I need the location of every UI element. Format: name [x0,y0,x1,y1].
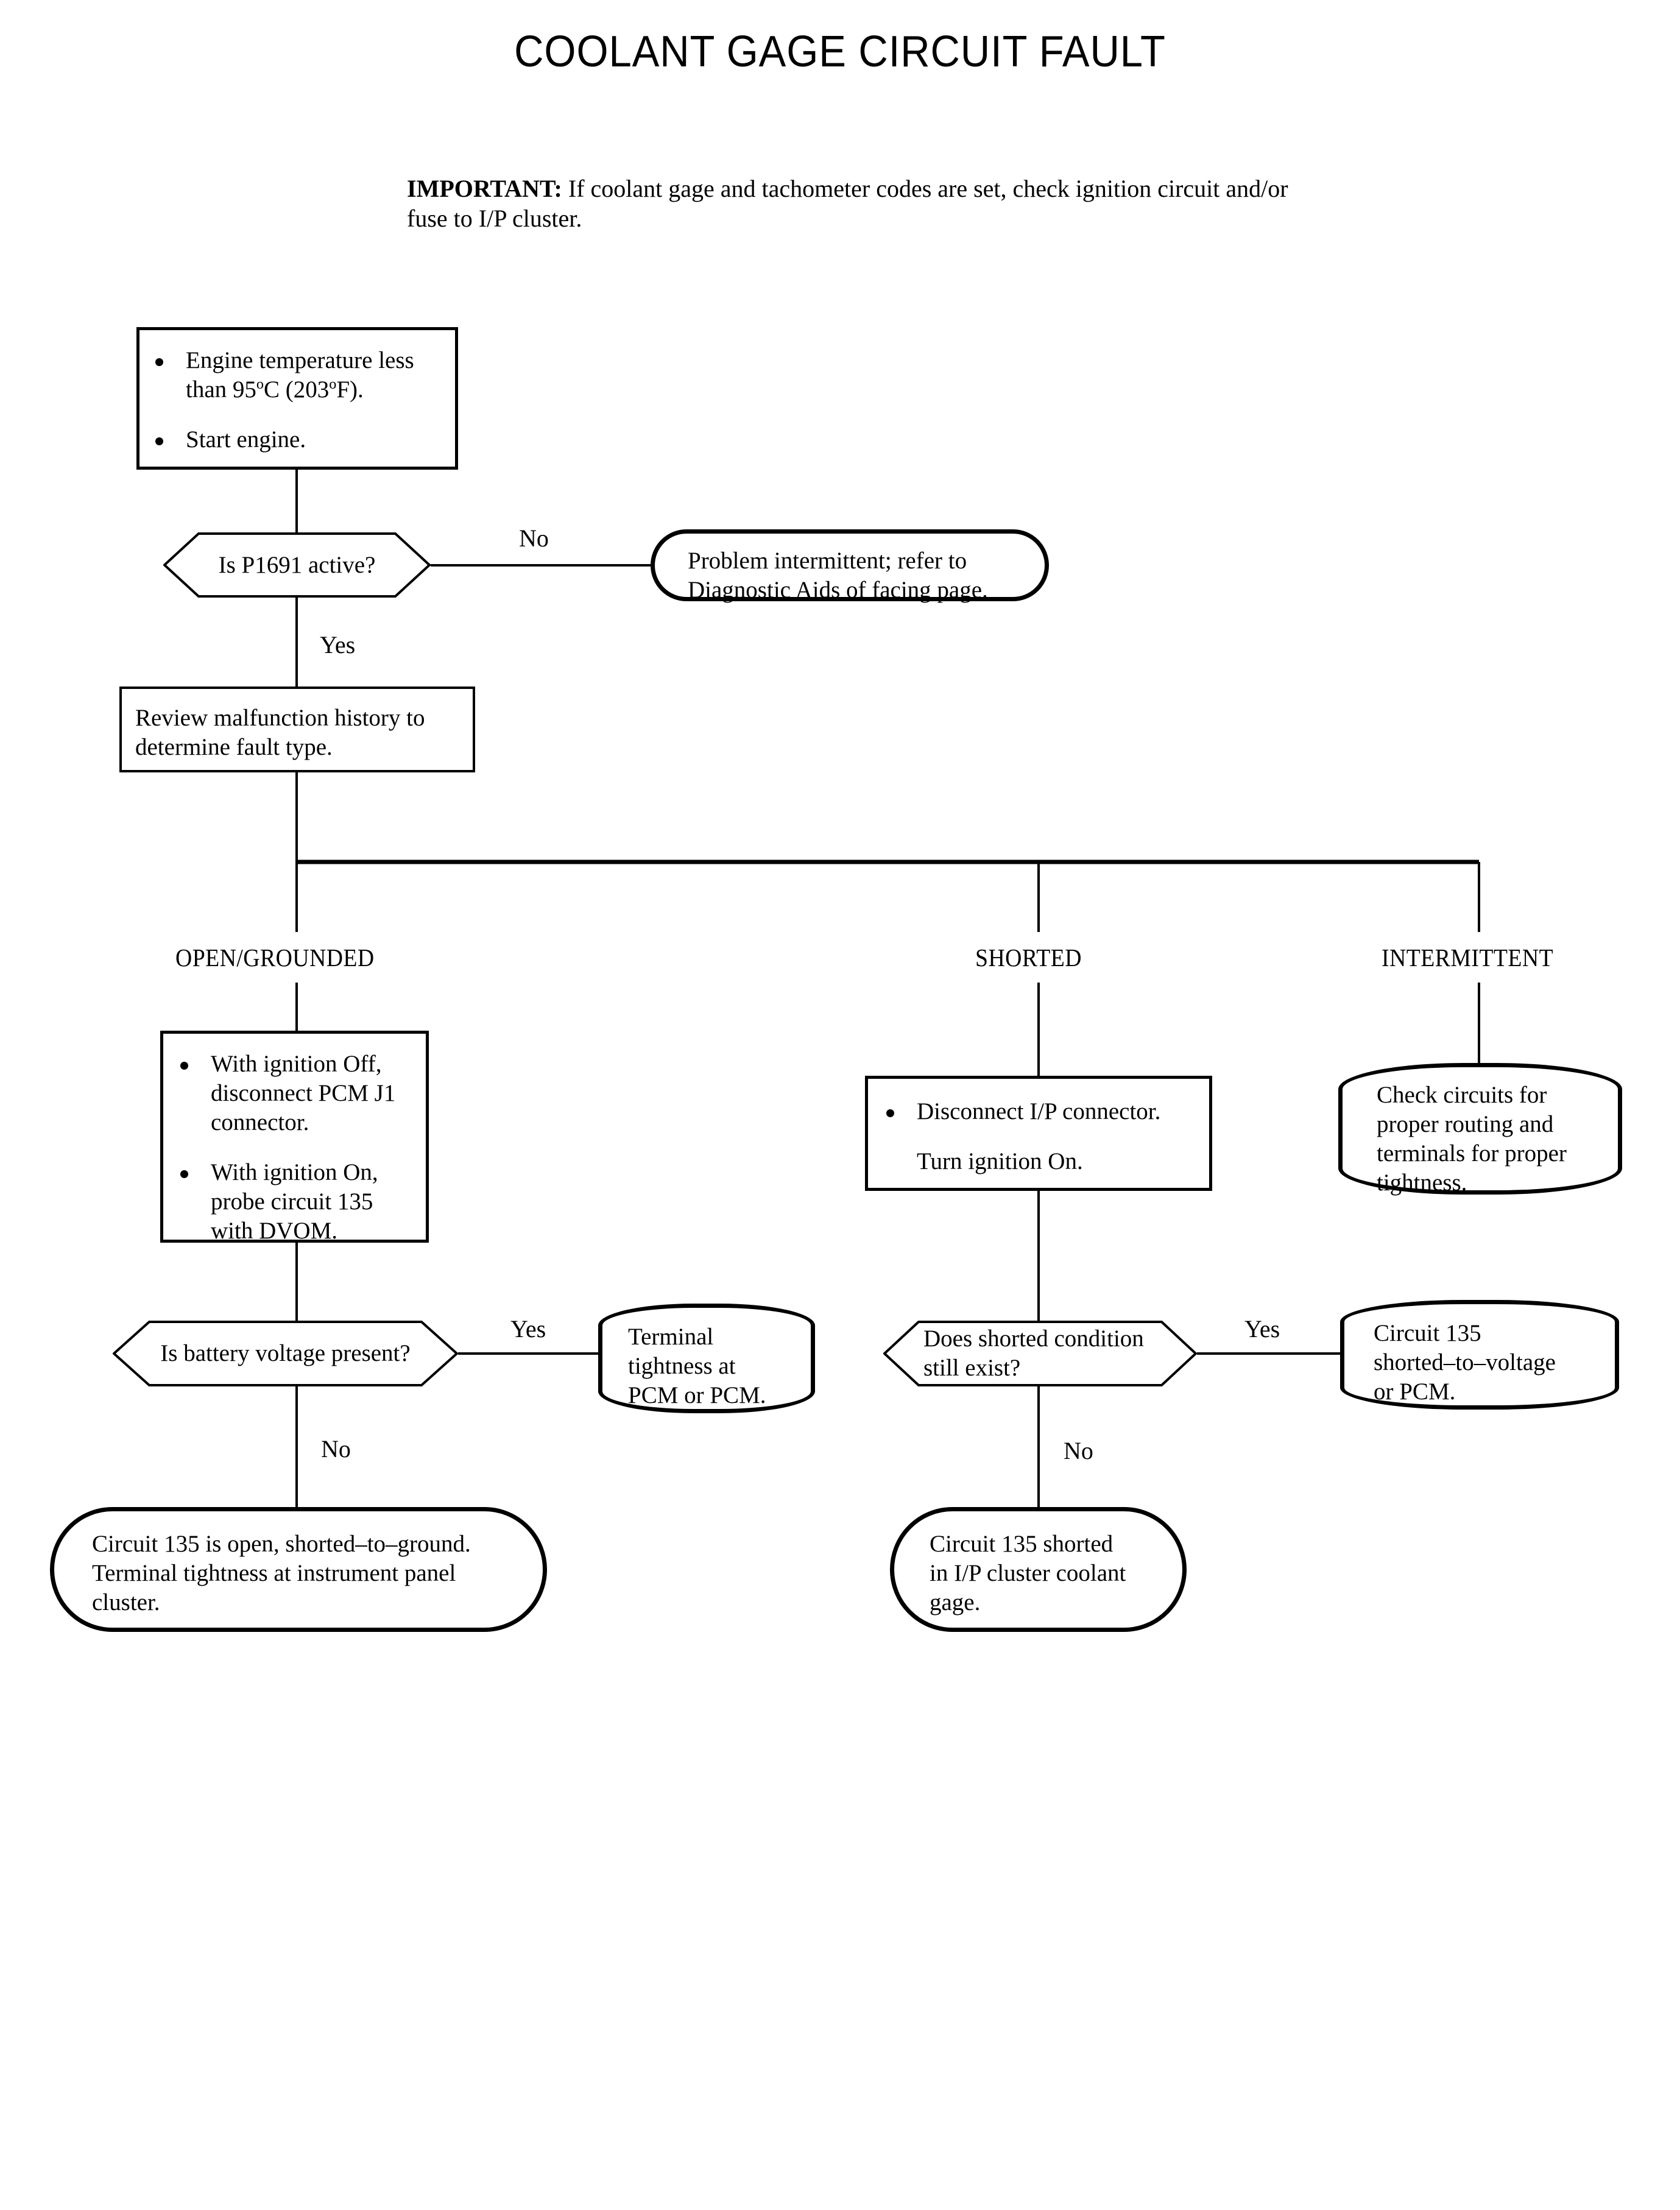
hexagon-shape [883,1321,1197,1386]
branch-label-open-grounded: OPEN/GROUNDED [175,944,375,972]
edge-label-shorted-no: No [1064,1437,1093,1464]
node-terminal-tightness-pcm: Terminal tightness at PCM or PCM. [598,1304,815,1413]
decision-shorted-line-2: still exist? [923,1355,1021,1381]
node-shorted-actions: Disconnect I/P connector. Turn ignition … [865,1076,1212,1191]
degree-icon-c: o [256,375,264,392]
shorted-item-2: Turn ignition On. [883,1147,1202,1176]
node-intermittent-check: Check circuits for proper routing and te… [1338,1063,1622,1196]
shorted-item-1: Disconnect I/P connector. [883,1097,1202,1126]
edge-label-battery-yes: Yes [510,1315,546,1343]
degree-icon-f: o [329,375,337,392]
page-title: COOLANT GAGE CIRCUIT FAULT [514,27,1166,76]
start-condition-line-2c: F). [336,376,364,403]
node-problem-intermittent: Problem intermittent; refer to Diagnosti… [651,529,1049,603]
start-condition-line-2a: than 95 [186,376,256,403]
circuit135-cluster-line-2: in I/P cluster coolant [930,1559,1126,1586]
decision-shorted-exists-text: Does shorted condition still exist? [883,1321,1197,1386]
open-grounded-item-2-line-1: With ignition On, [211,1159,378,1185]
node-open-grounded-actions: With ignition Off, disconnect PCM J1 con… [160,1031,429,1246]
start-condition-line-2b: C (203 [264,376,330,403]
edge-label-battery-no: No [321,1435,351,1463]
edge-label-shorted-yes: Yes [1244,1315,1280,1343]
bullet-icon [155,358,163,367]
important-note: IMPORTANT: If coolant gage and tachomete… [407,174,1333,234]
open-grounded-item-2-line-3: with DVOM. [211,1217,338,1244]
branch-label-shorted: SHORTED [975,944,1082,972]
bullet-icon [886,1109,894,1118]
open-grounded-item-1-line-1: With ignition Off, [211,1051,382,1077]
open-grounded-item-1-line-3: connector. [211,1109,309,1135]
bullet-icon [180,1062,188,1070]
review-history-line-2: determine fault type. [135,733,333,760]
open-grounded-item-2: With ignition On, probe circuit 135 with… [177,1158,418,1246]
decision-p1691-label: Is P1691 active? [218,551,376,578]
bullet-icon [155,437,163,446]
node-decision-p1691: Is P1691 active? [163,532,431,598]
review-history-line-1: Review malfunction history to [135,705,425,731]
start-condition-line-1: Engine temperature less [186,347,414,373]
circuit135-open-line-1: Circuit 135 is open, shorted–to–ground. [92,1531,471,1557]
intermittent-check-line-3: terminals for proper [1377,1140,1567,1167]
edge-label-p1691-yes: Yes [320,631,356,658]
terminal-tightness-line-2: tightness at [628,1352,736,1379]
intermittent-check-line-4: tightness. [1377,1169,1467,1196]
terminal-tightness-line-1: Terminal [628,1324,714,1350]
node-decision-shorted-exists: Does shorted condition still exist? [883,1321,1197,1386]
open-grounded-item-2-line-2: probe circuit 135 [211,1188,373,1215]
circuit135-voltage-line-2: shorted–to–voltage [1374,1349,1556,1375]
circuit135-cluster-line-1: Circuit 135 shorted [930,1531,1114,1557]
circuit135-voltage-line-1: Circuit 135 [1374,1320,1481,1346]
node-review-history: Review malfunction history to determine … [119,687,475,772]
important-note-text: If coolant gage and tachometer codes are… [407,175,1288,232]
branch-label-intermittent: INTERMITTENT [1382,944,1554,972]
hexagon-shape [113,1321,458,1386]
terminal-tightness-line-3: PCM or PCM. [628,1382,766,1408]
circuit135-cluster-line-3: gage. [930,1589,981,1615]
start-condition-item-1: Engine temperature less than 95oC (203oF… [152,346,445,404]
start-condition-item-2: Start engine. [152,425,445,454]
decision-battery-voltage-label: Is battery voltage present? [160,1340,411,1367]
problem-intermittent-line-1: Problem intermittent; refer to [688,548,967,574]
shorted-item-2-label: Turn ignition On. [917,1148,1083,1174]
hexagon-shape [163,532,431,598]
bullet-icon [180,1170,188,1179]
edge-label-p1691-no: No [519,524,549,552]
circuit135-open-line-2: Terminal tightness at instrument panel [92,1559,456,1586]
shorted-item-1-label: Disconnect I/P connector. [917,1098,1161,1124]
start-condition-line-3: Start engine. [186,426,306,453]
node-decision-battery-voltage: Is battery voltage present? [113,1321,458,1386]
open-grounded-item-1-line-2: disconnect PCM J1 [211,1079,396,1106]
important-note-label: IMPORTANT: [407,175,562,202]
intermittent-check-line-2: proper routing and [1377,1110,1554,1137]
node-circuit135-shorted-cluster: Circuit 135 shorted in I/P cluster coola… [890,1507,1187,1632]
node-circuit135-shorted-voltage: Circuit 135 shorted–to–voltage or PCM. [1340,1300,1619,1410]
decision-shorted-line-1: Does shorted condition [923,1326,1144,1352]
node-start-conditions: Engine temperature less than 95oC (203oF… [136,327,458,470]
circuit135-voltage-line-3: or PCM. [1374,1378,1456,1405]
open-grounded-item-1: With ignition Off, disconnect PCM J1 con… [177,1050,418,1137]
node-circuit135-open: Circuit 135 is open, shorted–to–ground. … [50,1507,547,1632]
problem-intermittent-line-2: Diagnostic Aids of facing page. [688,576,988,603]
intermittent-check-line-1: Check circuits for [1377,1082,1547,1108]
circuit135-open-line-3: cluster. [92,1589,160,1615]
